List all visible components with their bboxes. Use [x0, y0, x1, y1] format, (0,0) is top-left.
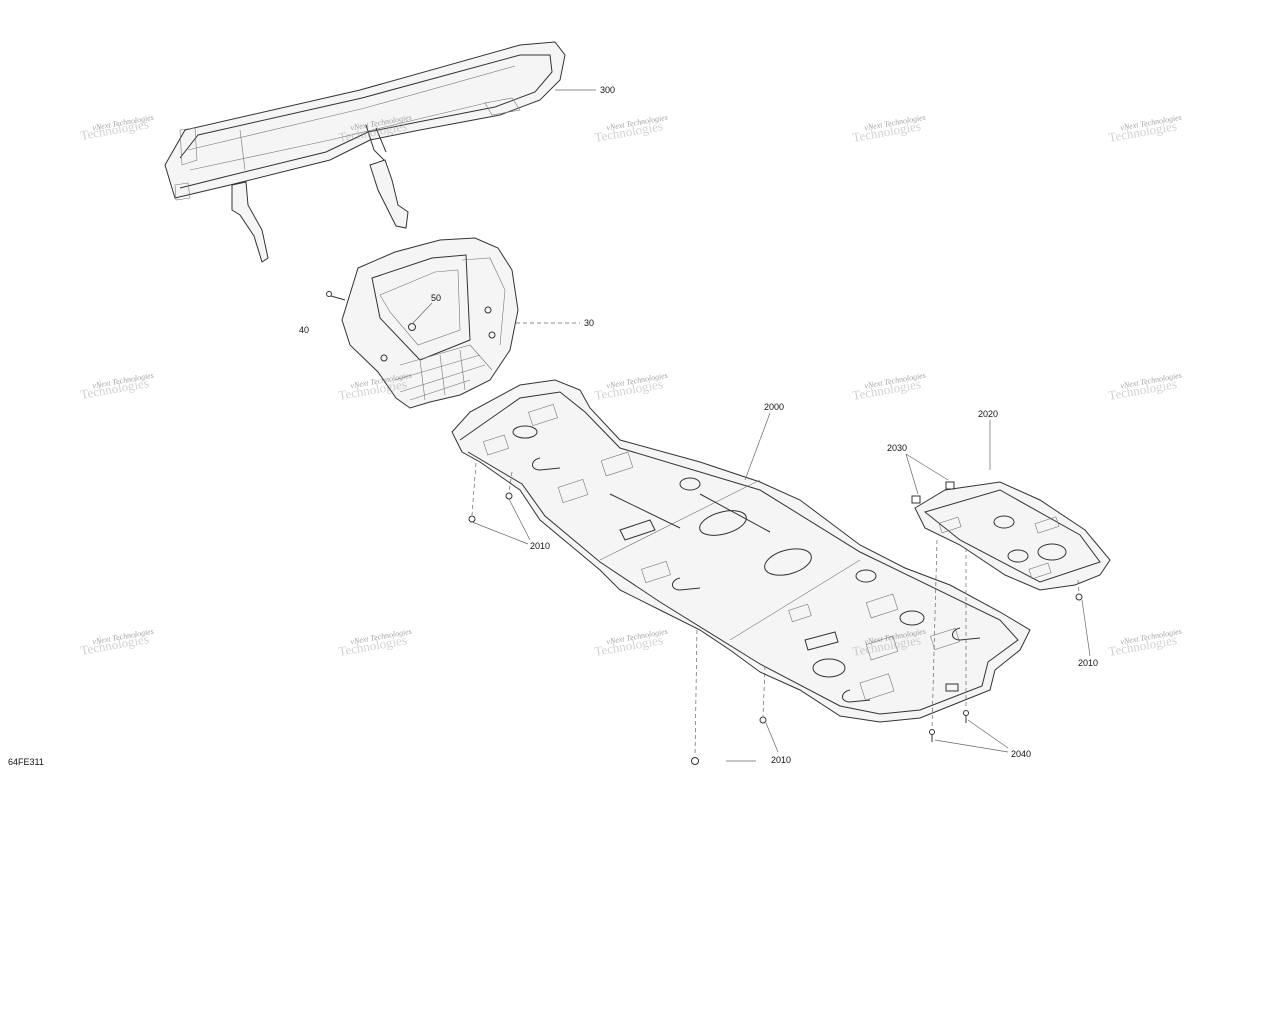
callout-2000: 2000 — [764, 402, 785, 412]
callout-40: 40 — [299, 325, 310, 335]
callout-2030: 2030 — [887, 443, 908, 453]
leader-lines — [411, 89, 1091, 762]
callout-2040: 2040 — [1011, 749, 1032, 759]
fasteners-group — [468, 492, 1083, 765]
callout-2010: 2010 — [530, 541, 551, 551]
callout-300: 300 — [600, 85, 616, 95]
callout-30: 30 — [584, 318, 595, 328]
callout-50: 50 — [431, 293, 442, 303]
callout-2010: 2010 — [1078, 658, 1099, 668]
callout-2010: 2010 — [771, 755, 792, 765]
rear-skid-plate-part — [911, 481, 1111, 591]
diagram-id: 64FE311 — [8, 757, 44, 767]
front-bumper-rail-part — [164, 41, 566, 263]
callout-2020: 2020 — [978, 409, 999, 419]
main-skid-plate-part — [451, 379, 1031, 723]
front-storage-compartment-part — [326, 237, 519, 409]
